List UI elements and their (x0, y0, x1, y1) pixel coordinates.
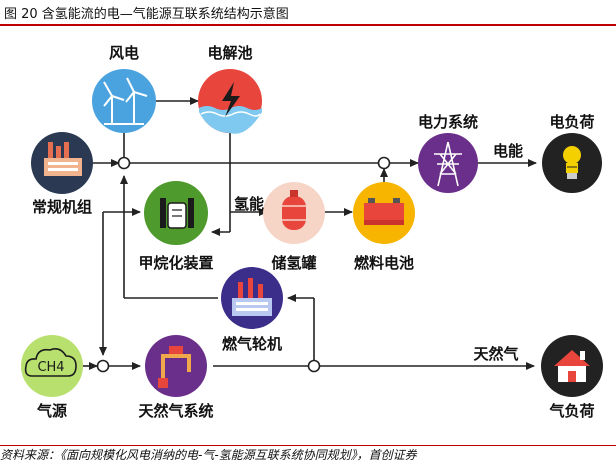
conventional-label: 常规机组 (32, 198, 92, 216)
edge-label-natural-gas: 天然气 (473, 345, 518, 363)
edge-label-hydrogen: 氢能 (234, 195, 264, 213)
connections (82, 97, 537, 370)
ch4-text: CH4 (37, 360, 64, 375)
junctions (96, 156, 391, 373)
gas-load-node: 气负荷 (541, 335, 603, 420)
figure-title: 图 20 含氢能流的电—气能源互联系统结构示意图 (4, 7, 289, 22)
house-icon (554, 350, 590, 382)
hydrogen-tank-label: 储氢罐 (271, 254, 316, 272)
gas-source-label: 气源 (36, 402, 67, 420)
conventional-node: 常规机组 (31, 132, 93, 216)
top-rule (0, 24, 616, 26)
power-plant-icon (232, 278, 272, 316)
edge-label-electricity: 电能 (493, 142, 523, 160)
bottom-rule (0, 445, 616, 446)
reactor-icon (160, 198, 194, 229)
electric-load-node: 电负荷 (542, 113, 602, 193)
wind-node: 风电 (92, 44, 156, 133)
transmission-tower-icon (434, 141, 462, 187)
junction-gas-left (96, 359, 110, 373)
gas-turbine-node: 燃气轮机 (221, 267, 283, 353)
power-system-node: 电力系统 (418, 113, 478, 193)
fuel-cell-node: 燃料电池 (353, 182, 415, 272)
gas-turbine-label: 燃气轮机 (222, 335, 282, 353)
wind-label: 风电 (109, 44, 139, 62)
gas-system-label: 天然气系统 (138, 402, 213, 420)
junction-bus-left (117, 156, 131, 170)
methanation-node: 甲烷化装置 (138, 181, 214, 272)
junction-bus-right (377, 156, 391, 170)
methanation-label: 甲烷化装置 (138, 254, 213, 272)
gas-cylinder-icon (282, 190, 306, 230)
gas-source-node: CH4 气源 (21, 335, 83, 420)
factory-icon (44, 142, 82, 176)
electric-load-label: 电负荷 (549, 113, 594, 131)
battery-icon (364, 198, 404, 225)
gas-pipeline-icon (158, 346, 191, 388)
junction-gas-right (307, 359, 321, 373)
source-note: 资料来源：《面向规模化风电消纳的电-气-氢能源互联系统协同规划》，首创证券 (0, 448, 417, 462)
hydrogen-tank-node: 储氢罐 (263, 182, 325, 272)
gas-load-label: 气负荷 (548, 402, 594, 420)
light-bulb-icon (563, 146, 581, 179)
power-system-label: 电力系统 (418, 113, 478, 131)
gas-system-node: 天然气系统 (138, 335, 214, 420)
electrolyzer-label: 电解池 (207, 44, 252, 62)
lightning-icon (222, 82, 240, 117)
electrolyzer-node: 电解池 (198, 44, 262, 134)
fuel-cell-label: 燃料电池 (354, 254, 414, 272)
cloud-icon (24, 348, 77, 377)
wind-turbine-icon (103, 77, 148, 125)
